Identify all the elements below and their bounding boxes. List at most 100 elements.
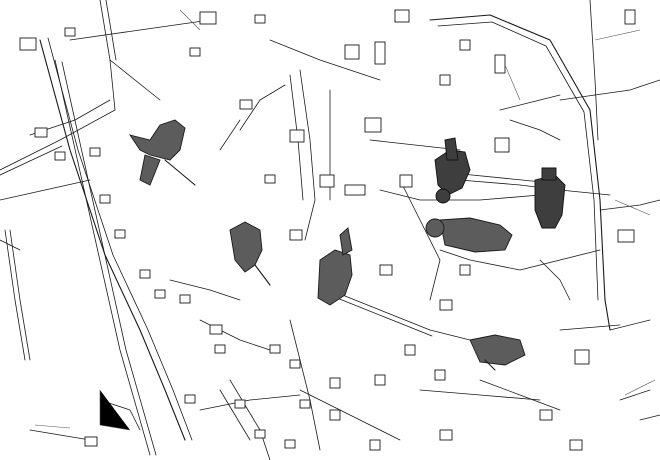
plan-53 xyxy=(299,399,311,409)
street-mid-2 xyxy=(299,69,316,241)
plan-24 xyxy=(264,174,276,184)
plan-41 xyxy=(434,369,446,381)
street-lower-11 xyxy=(29,429,91,441)
street-right-3 xyxy=(599,199,660,211)
plan-9 xyxy=(89,147,101,157)
plan-8 xyxy=(54,151,66,161)
accent-2 xyxy=(34,424,71,429)
street-center-1 xyxy=(419,219,441,301)
plan-13 xyxy=(154,289,166,299)
street-mid-1 xyxy=(269,39,381,81)
plan-47 xyxy=(569,439,583,451)
street-left-mid xyxy=(169,279,241,301)
plan-46 xyxy=(539,409,553,421)
plan-51 xyxy=(269,344,281,354)
plan-6 xyxy=(239,99,253,110)
accent-7 xyxy=(594,29,641,41)
street-lower-1 xyxy=(289,319,321,451)
plan-10 xyxy=(99,194,111,204)
plan-38 xyxy=(379,264,393,276)
plan-50 xyxy=(214,344,226,354)
plan-33 xyxy=(494,54,506,74)
plan-34 xyxy=(494,137,510,153)
shaded-building-1-tail xyxy=(164,159,196,186)
plan-1 xyxy=(19,37,37,51)
plan-45 xyxy=(439,429,453,441)
street-right-4 xyxy=(609,319,651,331)
avenue-main-left xyxy=(39,39,186,441)
street-west-4 xyxy=(4,229,26,361)
plan-23 xyxy=(344,184,366,196)
street-west-4b xyxy=(9,229,31,361)
shaded-building-7 xyxy=(469,334,526,366)
avenue-right-curve xyxy=(429,14,611,331)
building-plans xyxy=(19,9,636,451)
plan-15 xyxy=(209,324,223,335)
shaded-building-2-tail xyxy=(254,264,271,286)
plan-18 xyxy=(254,429,266,439)
plan-27 xyxy=(374,41,386,65)
street-west-3 xyxy=(0,179,91,201)
plan-25 xyxy=(289,229,303,241)
plan-31 xyxy=(439,74,451,86)
street-diag-lower xyxy=(329,289,491,346)
street-diag-1 xyxy=(109,59,161,101)
plan-49 xyxy=(369,439,381,451)
shaded-buildings xyxy=(128,119,566,371)
street-lower-8 xyxy=(559,324,621,331)
plan-19 xyxy=(284,439,296,449)
shaded-building-6 xyxy=(439,217,513,253)
plan-12 xyxy=(139,269,151,279)
plan-7 xyxy=(34,127,48,138)
street-right-2 xyxy=(559,79,660,101)
street-lower-5 xyxy=(299,389,401,441)
street-lower-9 xyxy=(619,389,651,401)
street-west-5 xyxy=(0,239,21,251)
plan-42 xyxy=(329,377,341,389)
plan-4 xyxy=(189,47,201,57)
sketch-accents xyxy=(34,9,656,431)
plan-36 xyxy=(617,229,635,243)
plan-22 xyxy=(319,174,335,188)
accent-5 xyxy=(504,64,521,101)
avenue-right-curve-edge xyxy=(437,21,599,301)
plan-11 xyxy=(114,229,126,239)
avenue-main-left-edge xyxy=(47,37,193,441)
plan-28 xyxy=(394,9,410,23)
plan-43 xyxy=(374,374,386,386)
plan-2 xyxy=(64,27,76,37)
shaded-building-4-apse xyxy=(435,188,451,204)
plan-52 xyxy=(289,359,301,369)
shaded-building-2 xyxy=(229,221,263,273)
street-diag-lower-b xyxy=(331,295,433,337)
shaded-building-3 xyxy=(317,249,353,306)
plan-26 xyxy=(344,44,360,60)
street-west-1 xyxy=(0,109,116,171)
street-north-2b xyxy=(105,0,117,61)
shaded-building-4-nave xyxy=(444,137,459,161)
avenue-secondary xyxy=(54,59,151,456)
street-west-1b xyxy=(0,145,63,176)
plan-30 xyxy=(399,174,413,188)
plan-40 xyxy=(574,349,590,365)
street-right-8 xyxy=(539,259,571,301)
plan-16 xyxy=(184,394,196,404)
street-right-5 xyxy=(499,94,561,111)
plan-17 xyxy=(234,399,246,409)
plan-20 xyxy=(84,436,98,447)
plan-32 xyxy=(459,39,471,51)
plan-39 xyxy=(439,299,453,311)
street-mid-7 xyxy=(369,139,461,151)
plan-3 xyxy=(199,11,217,25)
street-right-7 xyxy=(439,249,601,271)
accent-6 xyxy=(179,9,201,31)
plan-21 xyxy=(289,129,305,143)
plan-29 xyxy=(364,117,382,133)
accent-1 xyxy=(99,390,131,431)
street-lower-10 xyxy=(639,414,660,421)
plan-14 xyxy=(179,294,191,304)
shaded-building-3-spire xyxy=(339,227,353,256)
street-right-6 xyxy=(509,119,561,141)
street-lower-7 xyxy=(479,379,561,411)
